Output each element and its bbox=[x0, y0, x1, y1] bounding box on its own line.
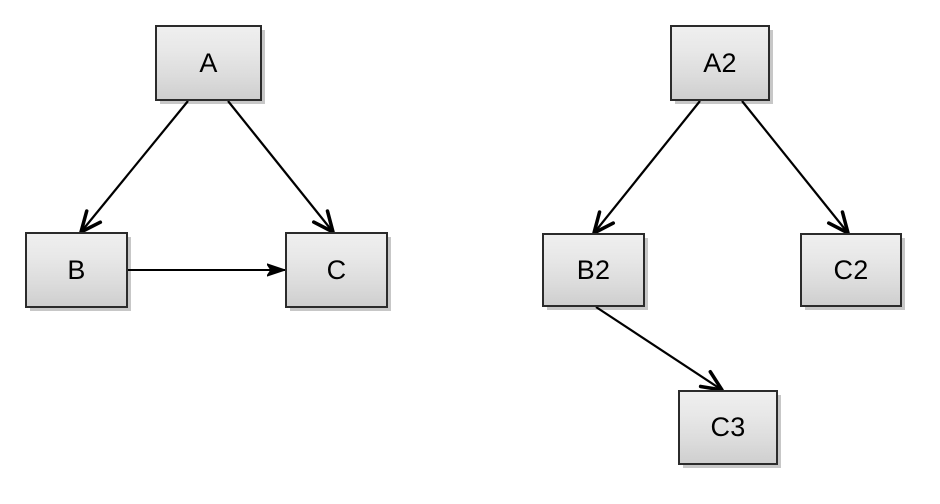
node-label-c: C bbox=[326, 254, 347, 285]
node-a[interactable]: A bbox=[155, 25, 262, 101]
edge-a2-to-b2[interactable] bbox=[592, 100, 701, 235]
edge-a-to-c[interactable] bbox=[227, 100, 335, 234]
edge-b2-to-c3[interactable] bbox=[595, 306, 724, 392]
node-b[interactable]: B bbox=[25, 232, 128, 308]
node-c3[interactable]: C3 bbox=[678, 390, 778, 465]
node-a2[interactable]: A2 bbox=[670, 25, 770, 101]
edges-group bbox=[79, 100, 850, 392]
node-label-b2: B2 bbox=[576, 254, 611, 285]
node-c2[interactable]: C2 bbox=[800, 233, 902, 307]
node-label-b: B bbox=[67, 254, 86, 285]
node-label-c2: C2 bbox=[833, 254, 869, 285]
node-label-c3: C3 bbox=[710, 412, 746, 442]
node-label-a2: A2 bbox=[703, 47, 737, 78]
edge-a2-to-c2[interactable] bbox=[741, 100, 850, 235]
node-b2[interactable]: B2 bbox=[542, 233, 645, 307]
edge-a-to-b[interactable] bbox=[79, 100, 189, 234]
node-label-a: A bbox=[199, 47, 218, 78]
node-c[interactable]: C bbox=[285, 232, 388, 308]
